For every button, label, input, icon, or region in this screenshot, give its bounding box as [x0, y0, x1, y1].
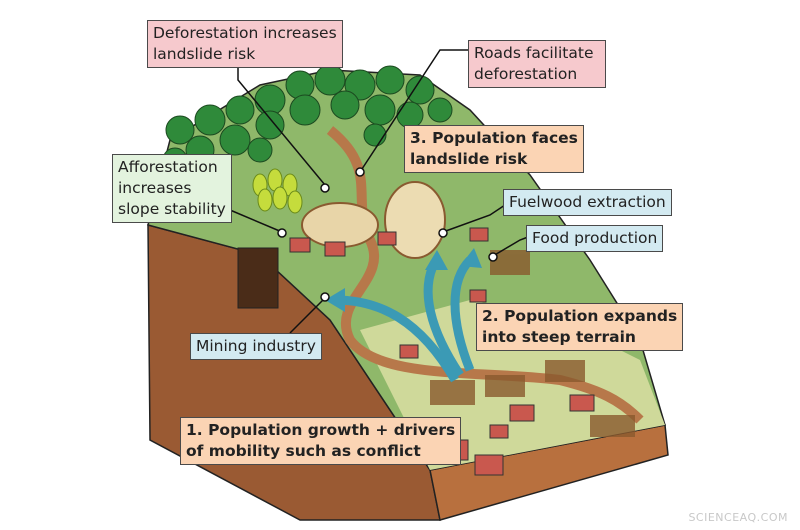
label-deforestation: Deforestation increases landslide risk	[147, 20, 343, 68]
leader-dots	[277, 167, 498, 302]
label-line: deforestation	[474, 65, 578, 83]
label-food-production: Food production	[526, 225, 664, 252]
label-line: into steep terrain	[482, 328, 636, 346]
forest	[162, 64, 453, 173]
label-line: Deforestation increases	[153, 24, 337, 42]
label-afforestation: Afforestation increases slope stability	[112, 154, 232, 223]
label-line: Roads facilitate	[474, 44, 594, 62]
label-line: increases	[118, 179, 192, 197]
label-mining: Mining industry	[190, 333, 322, 360]
label-line: of mobility such as conflict	[186, 442, 421, 460]
label-population-faces-risk: 3. Population faces landslide risk	[404, 125, 584, 173]
landslide-scar	[301, 202, 379, 248]
label-line: slope stability	[118, 200, 226, 218]
label-line: landslide risk	[410, 150, 528, 168]
label-fuelwood: Fuelwood extraction	[503, 189, 672, 216]
label-line: Food production	[532, 229, 658, 247]
arrow-heads	[325, 248, 482, 312]
label-line: landslide risk	[153, 45, 256, 63]
migration-arrows	[334, 256, 475, 383]
landslide-scar	[384, 181, 446, 259]
label-line: Mining industry	[196, 337, 316, 355]
label-roads: Roads facilitate deforestation	[468, 40, 607, 88]
road	[326, 126, 644, 424]
leader-lines	[229, 49, 529, 334]
label-population-growth: 1. Population growth + drivers of mobili…	[180, 417, 462, 465]
watermark: SCIENCEAQ.COM	[688, 511, 788, 524]
label-line: 2. Population expands	[482, 307, 678, 325]
mine-shaft	[237, 247, 279, 309]
label-line: 1. Population growth + drivers	[186, 421, 456, 439]
label-line: Fuelwood extraction	[509, 193, 666, 211]
afforestation-trees	[252, 168, 303, 214]
label-population-expands: 2. Population expands into steep terrain	[476, 303, 684, 351]
label-line: Afforestation	[118, 158, 218, 176]
label-line: 3. Population faces	[410, 129, 578, 147]
